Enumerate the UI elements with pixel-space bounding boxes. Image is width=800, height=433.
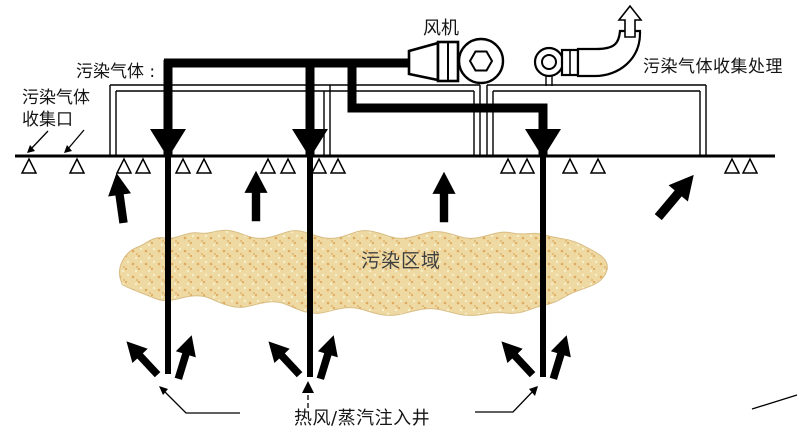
steam-spread-arrow: [310, 332, 344, 382]
contamination-blob: [119, 229, 608, 316]
collection-port-triangle: [741, 157, 759, 174]
collection-port-triangle: [174, 157, 192, 174]
leader-lines: [29, 129, 798, 414]
soil-gas-up-arrow: [648, 166, 704, 226]
exhaust-arrow-icon: [617, 4, 643, 38]
injection-well-label: 热风/蒸汽注入井: [294, 408, 431, 429]
well-1-arrowhead: [150, 129, 186, 158]
steam-spread-arrow: [543, 332, 577, 382]
collection-port-triangles: [20, 157, 759, 174]
treatment-label: 污染气体收集处理: [643, 57, 783, 77]
steam-spread-arrow: [118, 334, 166, 382]
exhaust-elbow-duct: [576, 29, 642, 78]
contaminated-zone-label: 污染区域: [361, 250, 442, 272]
soil-gas-up-arrows: [105, 166, 704, 226]
steam-spread-arrow: [493, 334, 541, 382]
well-2-arrowhead: [292, 129, 328, 158]
well1-leader-line: [163, 390, 240, 414]
soil-gas-up-arrow: [244, 170, 268, 222]
port-leader-line: [66, 129, 85, 151]
collection-port-triangle: [329, 157, 347, 174]
injection-pipe-network: [163, 58, 548, 377]
well-3-arrowhead: [525, 129, 561, 158]
collection-port-triangle: [259, 157, 277, 174]
soil-gas-up-arrow: [105, 171, 135, 225]
collection-port-triangle: [499, 157, 517, 174]
fan-impeller: [468, 50, 494, 72]
treatment-blower-hub: [541, 54, 557, 70]
steam-spread-arrow: [168, 332, 202, 382]
collection-port-triangle: [68, 157, 86, 174]
collection-port-label-line1: 污染气体: [22, 88, 90, 108]
collection-port-label: 污染气体 收集口: [22, 87, 90, 131]
fan-inlet-cone: [407, 41, 440, 82]
collection-port-triangle: [310, 157, 328, 174]
fan-label: 风机: [423, 18, 459, 39]
collection-port-triangle: [723, 157, 741, 174]
treatment-riser-pipe: [545, 76, 553, 86]
collection-port-triangle: [134, 157, 152, 174]
blower-fan-icon: [407, 37, 505, 85]
collection-port-label-line2: 收集口: [22, 110, 73, 130]
collection-port-triangle: [279, 157, 297, 174]
collection-port-triangle: [561, 157, 579, 174]
well-arrowheads: [150, 129, 561, 158]
collection-port-triangle: [589, 157, 607, 174]
well3-leader-line: [475, 388, 536, 413]
collection-port-triangle: [195, 157, 213, 174]
treatment-unit-icon: [533, 4, 643, 78]
right-edge-leader-line: [751, 394, 798, 410]
collection-port-triangle: [20, 157, 38, 174]
port-leader-line: [29, 130, 49, 151]
polluted-gas-label: 污染气体 :: [76, 62, 156, 82]
leader-arrowheads: [27, 145, 538, 396]
collection-port-triangle: [518, 157, 536, 174]
steam-spread-arrows: [118, 332, 577, 382]
steam-spread-arrow: [260, 334, 308, 382]
collection-port-triangle: [115, 157, 133, 174]
collection-header-pipe: [109, 76, 707, 155]
soil-gas-up-arrow: [432, 171, 456, 223]
